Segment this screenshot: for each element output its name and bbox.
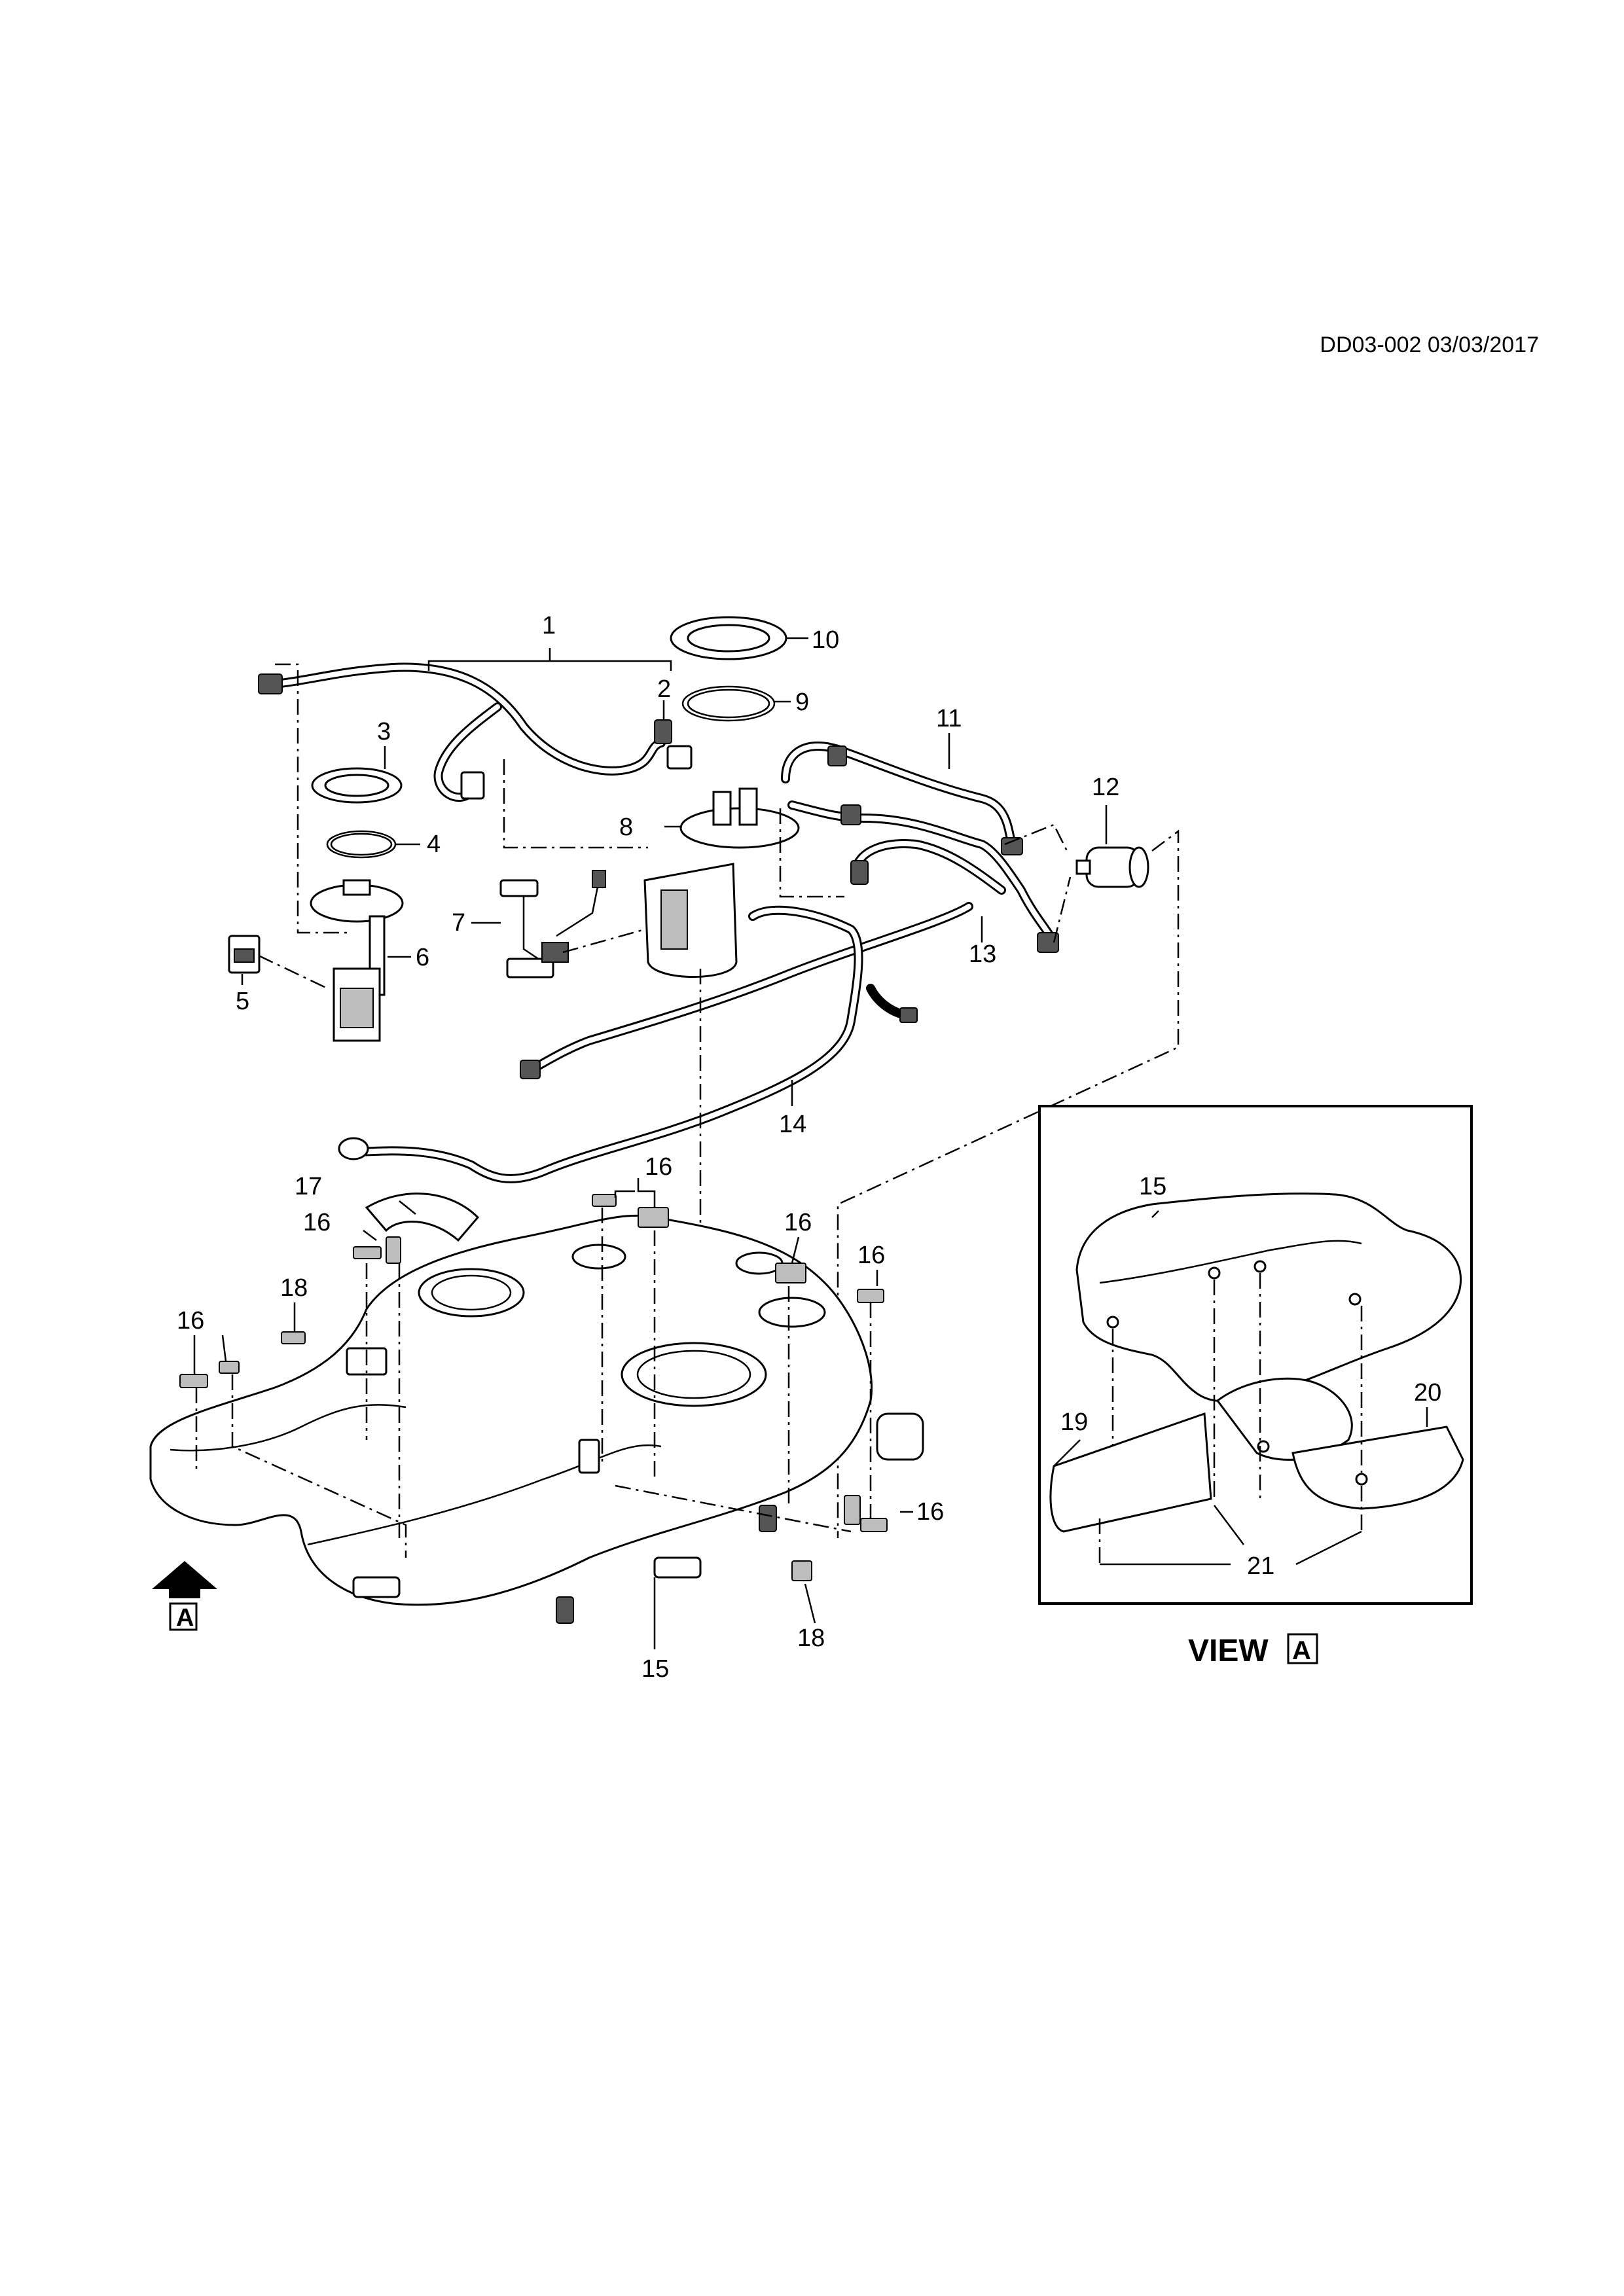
callout-13: 13: [969, 941, 996, 968]
callout-9: 9: [795, 689, 809, 716]
callout-1: 1: [542, 612, 556, 639]
fuel-level-sender-left: [310, 879, 404, 1042]
inset-callout-19: 19: [1060, 1408, 1088, 1436]
sender-seal-left: [326, 830, 397, 859]
callout-10: 10: [812, 626, 839, 654]
view-caption-text: VIEW: [1188, 1634, 1269, 1668]
fuel-feed-hose: [781, 742, 1023, 855]
fuel-return-hose: [787, 800, 1059, 953]
callout-16-a: 16: [645, 1153, 672, 1181]
view-caption-letter: A: [1292, 1636, 1311, 1665]
callout-15: 15: [641, 1655, 669, 1683]
callout-12: 12: [1092, 774, 1119, 801]
fuel-pump-module: [643, 787, 800, 978]
callout-5: 5: [236, 988, 249, 1015]
callout-4: 4: [427, 831, 441, 858]
callout-8: 8: [619, 814, 633, 841]
wiring-harness: [258, 662, 693, 802]
callout-16-d: 16: [857, 1242, 885, 1269]
inset-callout-21: 21: [1247, 1552, 1274, 1580]
fuel-level-float-arm: [499, 870, 606, 978]
callout-16-b: 16: [303, 1209, 331, 1236]
fuel-pump-seal: [681, 685, 776, 722]
assembly-reference-lines-lower: [195, 1208, 872, 1558]
heat-shield: [365, 1193, 480, 1242]
fuel-tank-harness: [338, 902, 973, 1183]
view-arrow-letter: A: [176, 1604, 194, 1632]
callout-17: 17: [295, 1173, 322, 1200]
callout-2: 2: [657, 675, 671, 703]
view-a-inset: 15 19 20 21: [1038, 1105, 1473, 1605]
callout-11: 11: [936, 705, 962, 732]
callout-16-e: 16: [177, 1307, 204, 1335]
sender-bracket: [228, 935, 261, 974]
callout-18-a: 18: [280, 1274, 308, 1302]
view-a-caption: VIEW A: [1188, 1633, 1318, 1668]
fuel-pump-lock-ring: [670, 616, 787, 660]
harness-connector: [654, 719, 672, 744]
callout-14: 14: [779, 1111, 806, 1138]
callout-7: 7: [452, 909, 465, 937]
callout-leaders: [193, 637, 1108, 1649]
callout-3: 3: [377, 718, 391, 745]
inset-callout-15: 15: [1139, 1173, 1166, 1200]
tank-insulator-pads: [179, 1194, 888, 1581]
callout-18-b: 18: [797, 1624, 825, 1652]
callout-16-f: 16: [916, 1498, 944, 1526]
fuel-sender-lock-ring-left: [311, 767, 403, 804]
inset-callout-20: 20: [1414, 1379, 1441, 1407]
view-direction-arrow: A: [152, 1561, 217, 1632]
document-id-date: DD03-002 03/03/2017: [1320, 332, 1539, 357]
callout-6: 6: [416, 944, 429, 971]
callout-labels: 1 2 3 4 5 6 7 8 9 10 11 12 13 14 17 16 1…: [177, 612, 1119, 1683]
callout-16-c: 16: [784, 1209, 812, 1236]
fuel-filter: [1075, 846, 1149, 888]
